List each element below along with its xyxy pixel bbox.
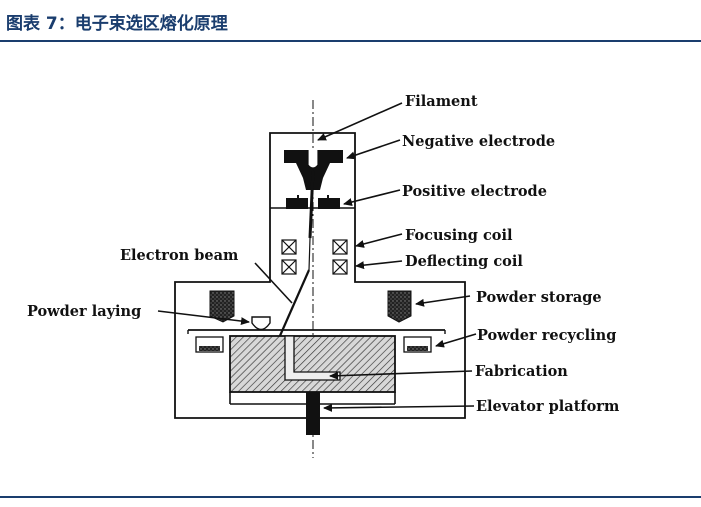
label-positive-electrode: Positive electrode: [402, 183, 547, 200]
machine-outline: [174, 132, 466, 419]
powder-recycling-right: [403, 336, 432, 353]
label-powder-laying: Powder laying: [27, 303, 141, 320]
deflecting-coil-shape: [281, 259, 348, 275]
elevator-platform-shape: [306, 392, 320, 435]
filament-shape: [307, 150, 319, 169]
label-fabrication: Fabrication: [475, 363, 568, 380]
powder-laying-shape: [251, 316, 271, 331]
powder-storage-right: [387, 290, 412, 323]
label-focusing-coil: Focusing coil: [405, 227, 513, 244]
header-divider: [0, 40, 701, 42]
label-filament: Filament: [405, 93, 478, 110]
label-powder-storage: Powder storage: [476, 289, 602, 306]
footer-divider: [0, 496, 701, 498]
label-electron-beam: Electron beam: [120, 247, 239, 264]
label-deflecting-coil: Deflecting coil: [405, 253, 523, 270]
powder-bed: [229, 335, 396, 393]
label-elevator-platform: Elevator platform: [476, 398, 620, 415]
focusing-coil-shape: [281, 239, 348, 255]
figure-title: 图表 7：电子束选区熔化原理: [6, 14, 228, 34]
powder-recycling-left: [195, 336, 224, 353]
label-negative-electrode: Negative electrode: [402, 133, 555, 150]
beam-core: [308, 169, 315, 239]
electron-beam-shape: [277, 269, 311, 339]
label-powder-recycling: Powder recycling: [477, 327, 616, 344]
negative-electrode-shape: [284, 150, 343, 190]
figure-header: 图表 7：电子束选区熔化原理: [0, 0, 701, 42]
